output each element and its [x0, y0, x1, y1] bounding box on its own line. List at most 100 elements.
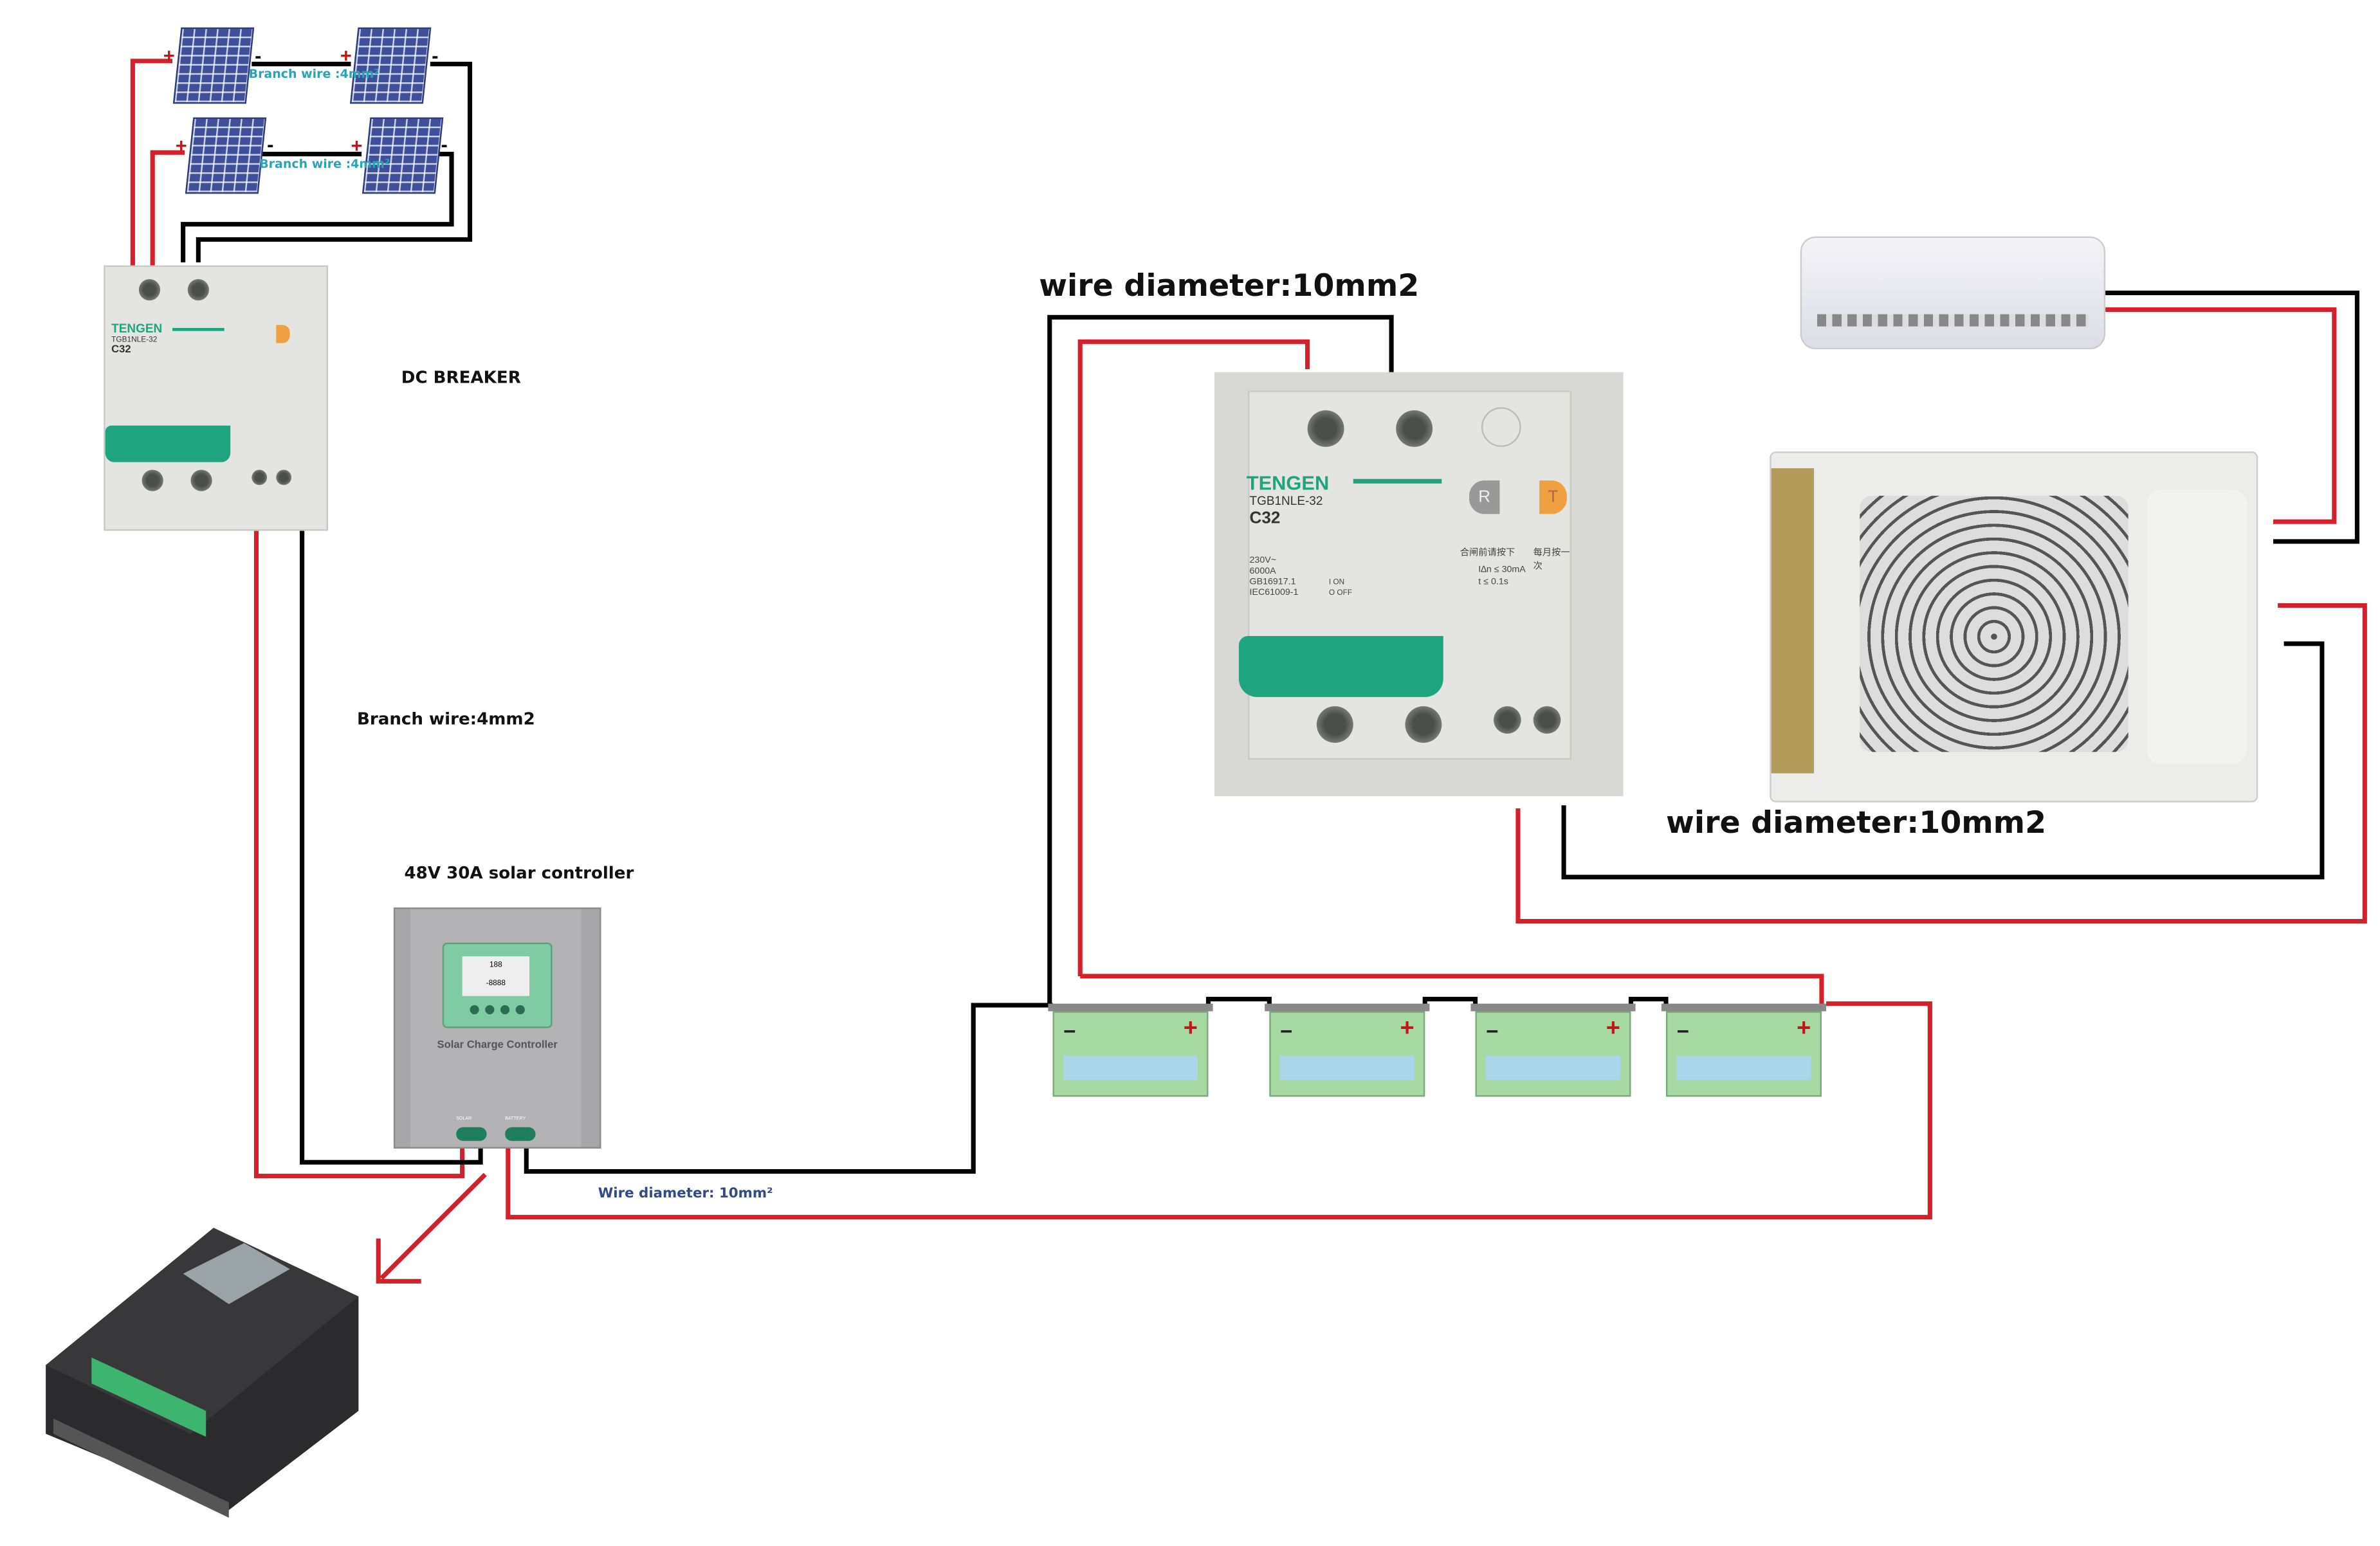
battery-positive: +	[1606, 1015, 1620, 1042]
battery-4: −+	[1661, 1003, 1827, 1097]
panel-1-minus: -	[255, 44, 262, 68]
panel-negative-wire-top	[196, 62, 473, 262]
terminal-solar-label: SOLAR	[456, 1114, 472, 1122]
panel-3-minus: -	[267, 132, 274, 156]
screw	[1316, 706, 1353, 743]
trip-time: t ≤ 0.1s	[1478, 577, 1508, 588]
solar-terminal	[456, 1127, 487, 1141]
dc-breaker-model: TGB1NLE-32	[111, 335, 158, 345]
controller-title: 48V 30A solar controller	[404, 863, 634, 884]
battery-window	[1063, 1055, 1198, 1080]
controller-heatsink	[53, 1418, 229, 1518]
ac-outdoor-unit	[1770, 451, 2258, 803]
screw	[1533, 706, 1561, 734]
battery-positive: +	[1797, 1015, 1811, 1042]
battery-negative: −	[1486, 1019, 1499, 1044]
off-label: O OFF	[1328, 588, 1353, 598]
panel-4-minus: -	[441, 132, 448, 156]
screw	[1307, 410, 1344, 447]
screw	[276, 469, 292, 486]
outdoor-coil	[1771, 468, 1815, 774]
spec-standard-1: GB16917.1	[1249, 577, 1296, 588]
spec-standard-2: IEC61009-1	[1249, 588, 1299, 598]
spec-voltage: 230V~	[1249, 556, 1277, 566]
screw	[1493, 706, 1521, 734]
controller-terminal-block	[91, 1357, 206, 1437]
panel-4-plus: +	[351, 134, 363, 158]
panel-negative-wire-bottom	[181, 151, 454, 262]
lcd-value-2: -8888	[486, 979, 506, 988]
spec-capacity: 6000A	[1249, 567, 1276, 577]
panel-positive-wire-bottom	[150, 150, 185, 268]
dc-breaker: TENGEN TGB1NLE-32 C32	[104, 265, 328, 531]
button	[500, 1005, 510, 1015]
button	[515, 1005, 525, 1015]
indoor-unit-positive	[2105, 307, 2337, 524]
screw	[138, 279, 161, 301]
ac-breaker-brand: TENGEN	[1246, 471, 1330, 495]
screw	[187, 279, 209, 301]
solar-panel-2	[350, 27, 432, 104]
branch-wire-label-top: Branch wire :4mm²	[248, 67, 380, 81]
battery-negative: −	[1063, 1019, 1076, 1044]
battery-cap	[1661, 1003, 1827, 1012]
controller-to-battery-negative	[524, 1003, 1053, 1174]
battery-window	[1279, 1055, 1414, 1080]
ac-breaker-wire-label: wire diameter:10mm2	[1039, 267, 1420, 304]
green-stripe	[1353, 478, 1442, 484]
solar-panel-4	[362, 117, 444, 194]
battery-window	[1486, 1055, 1620, 1080]
test-button	[276, 325, 290, 343]
battery-window	[1676, 1055, 1811, 1080]
breaker-lever	[105, 425, 231, 462]
battery-cap	[1048, 1003, 1213, 1012]
leak-current: I∆n ≤ 30mA	[1478, 565, 1526, 576]
battery-bus-positive	[1080, 974, 1824, 1007]
button	[470, 1005, 479, 1015]
solar-panel-3	[185, 117, 267, 194]
screw	[142, 469, 163, 491]
lcd-screen: 188 -8888	[462, 956, 530, 996]
branch-wire-main-label: Branch wire:4mm2	[357, 709, 535, 729]
ac-unit-wire-label: wire diameter:10mm2	[1666, 803, 2047, 841]
panel-3-plus: +	[175, 134, 187, 158]
on-label: I ON	[1328, 577, 1345, 588]
controller-to-battery-positive	[506, 1001, 1932, 1220]
panel-positive-wire-top	[130, 59, 173, 268]
battery-to-ac-breaker-positive	[1077, 339, 1310, 976]
breaker-lever	[1238, 636, 1443, 697]
reset-hint: 合闸前请按下	[1460, 549, 1515, 559]
lcd-value: 188	[489, 961, 502, 970]
battery-to-ac-breaker-negative	[1047, 314, 1394, 1007]
battery-terminal	[505, 1127, 536, 1141]
controller-lcd	[183, 1243, 290, 1304]
dc-breaker-label: DC BREAKER	[401, 367, 521, 388]
controller-wire-label: Wire diameter: 10mm²	[598, 1187, 773, 1202]
screw	[252, 469, 268, 486]
indoor-vent	[1817, 314, 2089, 327]
reset-button: R	[1469, 480, 1500, 514]
outdoor-side-panel	[2147, 489, 2247, 765]
dc-breaker-brand: TENGEN	[111, 322, 163, 336]
screw	[190, 469, 212, 491]
controller-name: Solar Charge Controller	[437, 1040, 558, 1051]
battery-cap	[1470, 1003, 1636, 1012]
battery-1: −+	[1048, 1003, 1213, 1097]
outdoor-unit-negative	[1561, 641, 2325, 880]
battery-negative: −	[1676, 1019, 1690, 1044]
branch-wire-label-bottom: Branch wire :4mm²	[259, 157, 390, 171]
screw	[1405, 706, 1442, 743]
outdoor-unit-positive	[1515, 603, 2367, 924]
battery-positive: +	[1183, 1015, 1198, 1042]
panel-2-plus: +	[340, 44, 352, 68]
controller-photo	[46, 1228, 359, 1518]
indicator	[1481, 407, 1521, 447]
battery-3: −+	[1470, 1003, 1636, 1097]
controller-arrow	[376, 1172, 487, 1284]
solar-panel-1	[172, 27, 255, 104]
terminal-battery-label: BATTERY	[505, 1114, 526, 1122]
test-button: T	[1539, 480, 1567, 514]
panel-2-minus: -	[432, 44, 439, 68]
